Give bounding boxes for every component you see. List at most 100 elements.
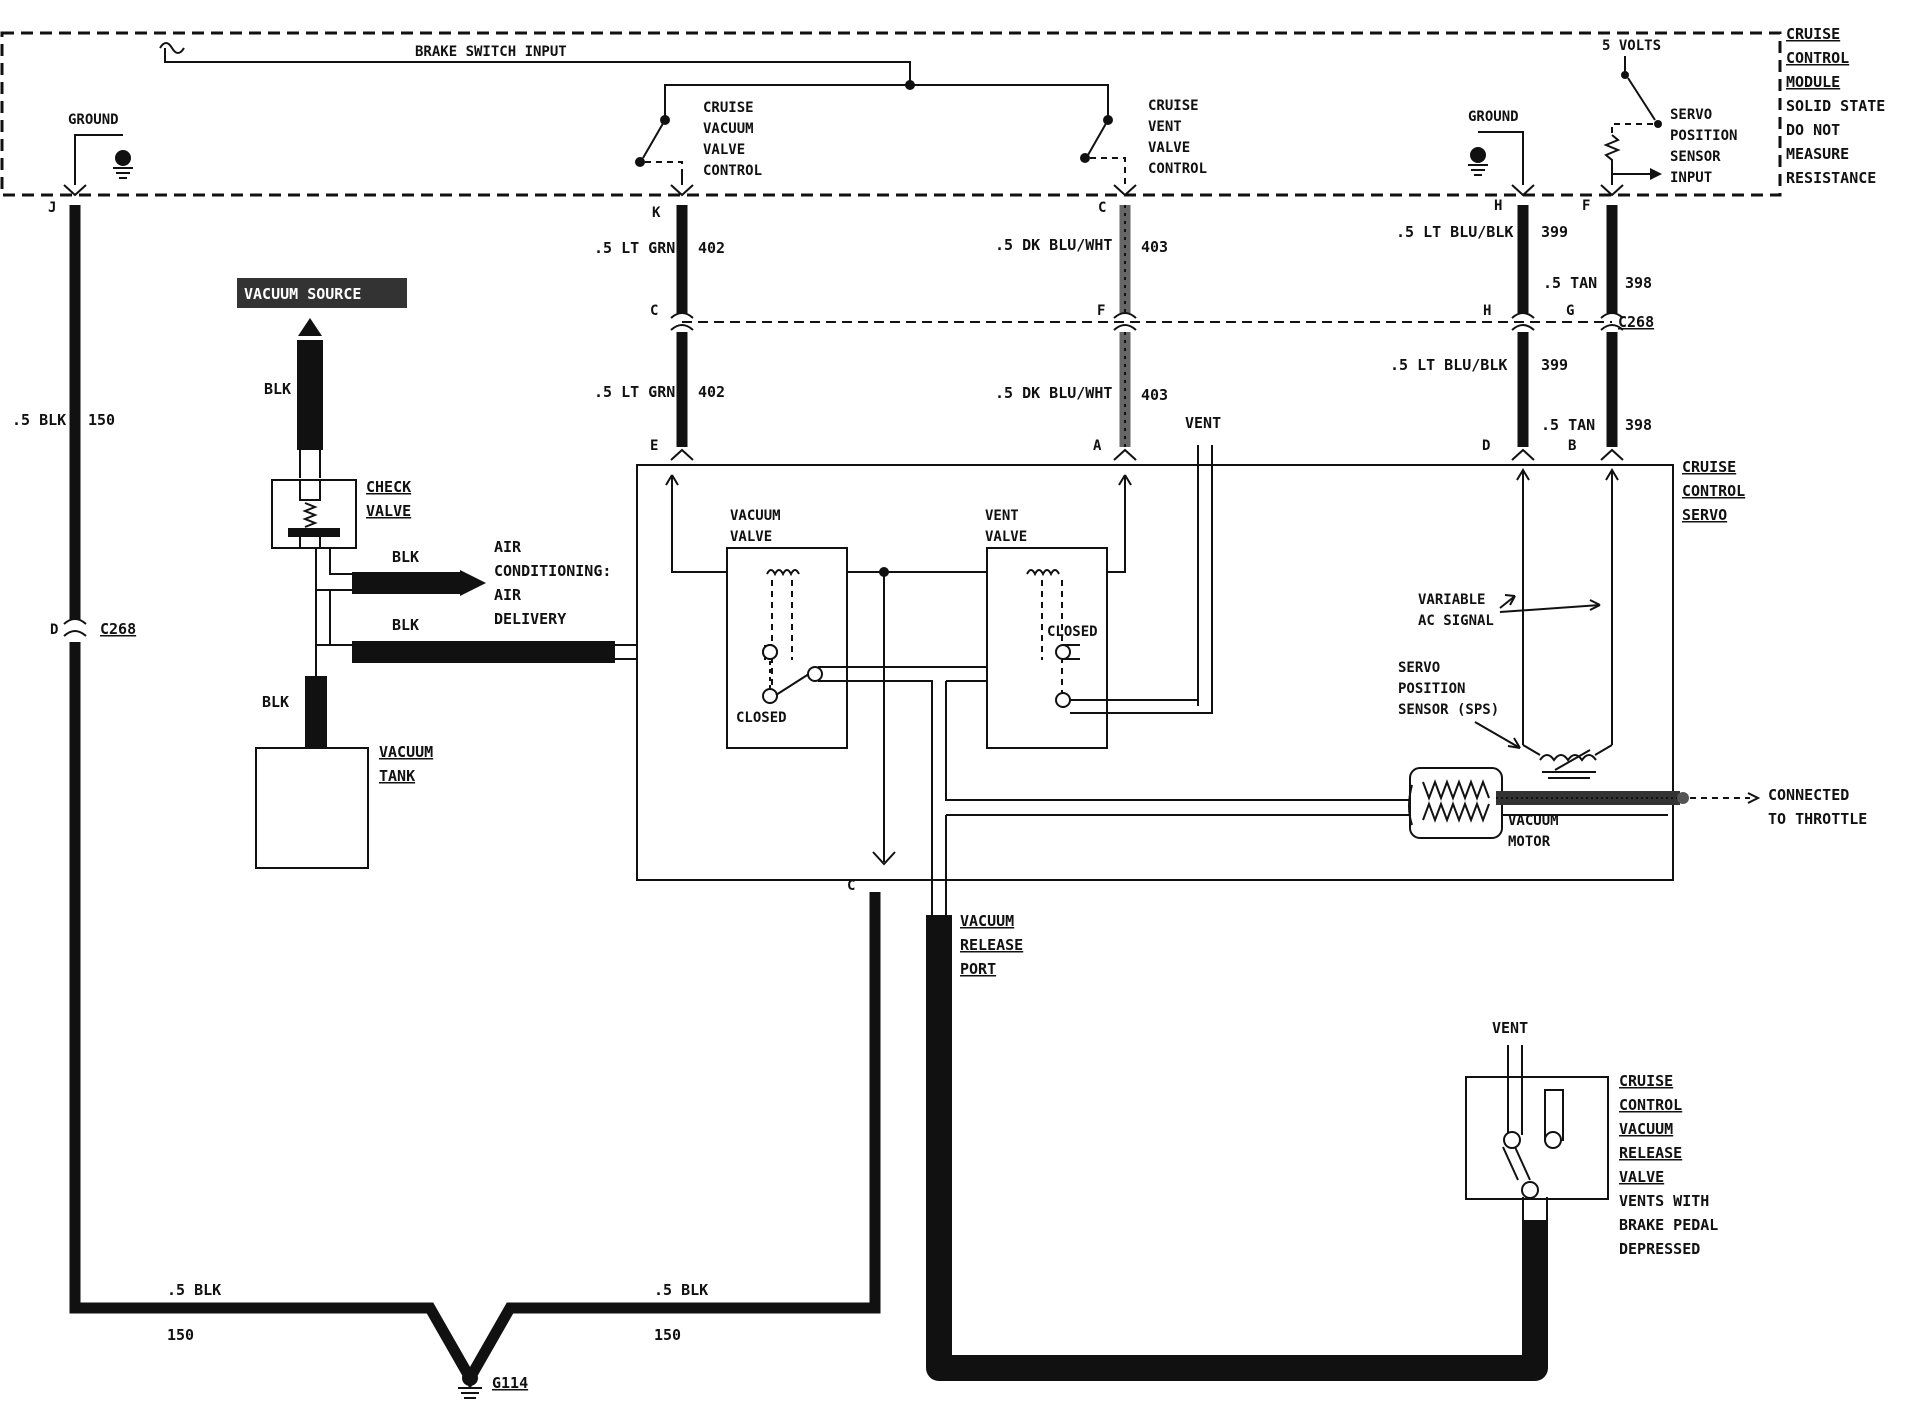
svg-text:150: 150 [88, 411, 115, 429]
vent-tube [1197, 445, 1213, 706]
svg-text:CRUISE: CRUISE [703, 100, 754, 116]
svg-text:CRUISE: CRUISE [1682, 458, 1736, 476]
svg-text:.5 TAN: .5 TAN [1543, 274, 1597, 292]
c268-pin-f [1113, 312, 1137, 331]
module-note: SOLID STATE DO NOT MEASURE RESISTANCE [1786, 97, 1885, 187]
svg-text:CHECK: CHECK [366, 478, 411, 496]
svg-text:INPUT: INPUT [1670, 170, 1712, 186]
svg-text:.5 LT GRN: .5 LT GRN [594, 383, 675, 401]
ground-right-wire [1478, 131, 1524, 185]
svg-text:SERVO: SERVO [1398, 660, 1440, 676]
svg-text:402: 402 [698, 383, 725, 401]
vent-valve-box [986, 547, 1108, 749]
svg-text:CRUISE: CRUISE [1148, 98, 1199, 114]
svg-text:.5 TAN: .5 TAN [1541, 416, 1595, 434]
svg-text:CONDITIONING:: CONDITIONING: [494, 562, 611, 580]
vacuum-tank [255, 747, 369, 869]
vacuum-valve-label: VACUUM VALVE [730, 508, 781, 545]
closed-left-label: CLOSED [736, 710, 787, 726]
vacuum-valve-coil [766, 569, 800, 577]
svg-text:RELEASE: RELEASE [960, 936, 1023, 954]
svg-text:DEPRESSED: DEPRESSED [1619, 1240, 1700, 1258]
svg-text:VACUUM: VACUUM [1508, 813, 1559, 829]
svg-text:150: 150 [654, 1326, 681, 1344]
vacuum-tank-label: VACUUM TANK [379, 743, 433, 785]
svg-text:VALVE: VALVE [366, 502, 411, 520]
servo-manifold [818, 666, 1668, 865]
sps-coil [1522, 744, 1613, 779]
hose-tank-blk: BLK [262, 693, 289, 711]
svg-text:VALVE: VALVE [703, 142, 745, 158]
ground-left-icon [115, 150, 131, 166]
svg-text:DELIVERY: DELIVERY [494, 610, 566, 628]
svg-text:VENT: VENT [1148, 119, 1182, 135]
svg-text:PORT: PORT [960, 960, 996, 978]
svg-text:.5 LT BLU/BLK: .5 LT BLU/BLK [1396, 223, 1513, 241]
svg-text:H: H [1494, 198, 1502, 214]
svg-text:A: A [1093, 438, 1102, 454]
ground-left-icon-lines [113, 167, 133, 179]
svg-text:J: J [48, 200, 56, 216]
svg-text:VALVE: VALVE [1619, 1168, 1664, 1186]
svg-text:399: 399 [1541, 356, 1568, 374]
svg-text:.5 BLK: .5 BLK [167, 1281, 221, 1299]
c268-pin-c [670, 312, 694, 331]
vacuum-release-hose [926, 915, 1548, 1381]
svg-text:K: K [652, 205, 661, 221]
five-volts-label: 5 VOLTS [1602, 38, 1661, 54]
svg-text:E: E [650, 438, 658, 454]
svg-text:VENTS WITH: VENTS WITH [1619, 1192, 1709, 1210]
svg-text:C: C [847, 878, 855, 894]
hose-ac-arrow [460, 570, 486, 596]
svg-text:VACUUM: VACUUM [730, 508, 781, 524]
svg-text:150: 150 [167, 1326, 194, 1344]
vent-valve-coil [1026, 569, 1060, 577]
svg-text:SENSOR: SENSOR [1670, 149, 1721, 165]
pin-arrowheads [63, 184, 1624, 197]
servo-title: CRUISE CONTROL SERVO [1682, 458, 1745, 524]
svg-text:G: G [1566, 303, 1574, 319]
svg-text:TO THROTTLE: TO THROTTLE [1768, 810, 1867, 828]
valve-coil-wires [671, 475, 1126, 573]
ground-left-label: GROUND [68, 112, 119, 128]
release-vent-label: VENT [1492, 1019, 1528, 1037]
hose-servo-blk: BLK [392, 616, 419, 634]
svg-text:VENT: VENT [985, 508, 1019, 524]
svg-text:AIR: AIR [494, 586, 522, 604]
hose-source-blk: BLK [264, 380, 291, 398]
brake-switch-wire [164, 48, 1109, 118]
svg-text:VACUUM: VACUUM [379, 743, 433, 761]
svg-text:F: F [1582, 198, 1590, 214]
ground-right-icon [1470, 147, 1486, 163]
variable-ac-label: VARIABLE AC SIGNAL [1418, 592, 1494, 629]
sps-wires [1522, 470, 1613, 745]
svg-text:TANK: TANK [379, 767, 415, 785]
svg-text:VALVE: VALVE [730, 529, 772, 545]
svg-text:DO NOT: DO NOT [1786, 121, 1840, 139]
check-valve-plate [288, 528, 340, 537]
release-valve-note: VENTS WITH BRAKE PEDAL DEPRESSED [1619, 1192, 1718, 1258]
svg-text:C: C [1098, 200, 1106, 216]
svg-text:RELEASE: RELEASE [1619, 1144, 1682, 1162]
vent-valve-control-label: CRUISE VENT VALVE CONTROL [1148, 98, 1207, 177]
svg-text:C268: C268 [100, 620, 136, 638]
brake-switch-junction [905, 80, 915, 90]
check-valve-label: CHECK VALVE [366, 478, 411, 520]
c268-pin-h [1511, 312, 1535, 331]
svg-text:MEASURE: MEASURE [1786, 145, 1849, 163]
svg-text:AIR: AIR [494, 538, 522, 556]
svg-text:SENSOR (SPS): SENSOR (SPS) [1398, 702, 1499, 718]
vacuum-motor [1409, 767, 1503, 839]
svg-text:399: 399 [1541, 223, 1568, 241]
vacuum-motor-label: VACUUM MOTOR [1508, 813, 1559, 850]
svg-text:BRAKE PEDAL: BRAKE PEDAL [1619, 1216, 1718, 1234]
svg-text:.5 LT GRN: .5 LT GRN [594, 239, 675, 257]
svg-text:CONTROL: CONTROL [1682, 482, 1745, 500]
svg-text:CONNECTED: CONNECTED [1768, 786, 1849, 804]
vacuum-valve-box [726, 547, 848, 749]
svg-text:AC SIGNAL: AC SIGNAL [1418, 613, 1494, 629]
ground-right-label: GROUND [1468, 109, 1519, 125]
svg-text:.5 LT BLU/BLK: .5 LT BLU/BLK [1390, 356, 1507, 374]
connector-pin-labels: J K C H F C F H G C268 D C268 E A D B C [48, 198, 1654, 894]
ground-left-wire [74, 134, 123, 185]
